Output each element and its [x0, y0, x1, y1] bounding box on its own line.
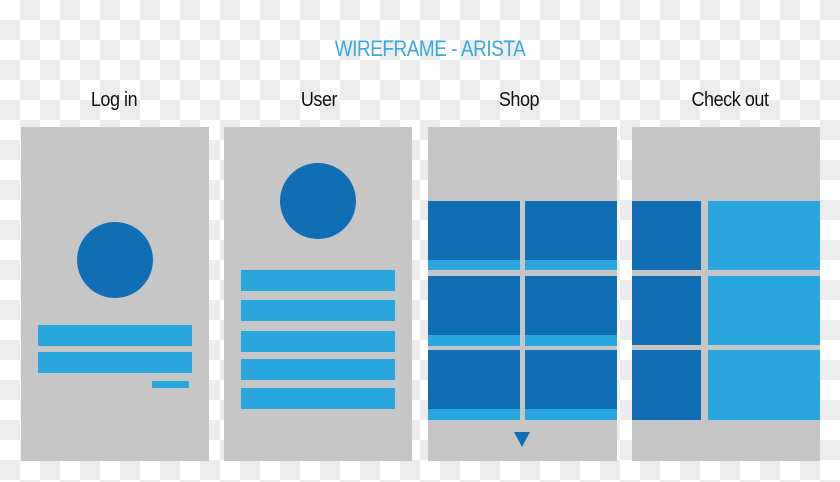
product-tile	[428, 276, 520, 335]
item-detail	[708, 350, 820, 420]
list-item	[241, 359, 395, 380]
diagram-title: WIREFRAME - ARISTA	[334, 36, 526, 61]
product-caption	[428, 335, 520, 346]
product-caption	[525, 409, 617, 420]
product-tile	[525, 350, 617, 409]
product-tile	[525, 276, 617, 335]
list-item	[241, 388, 395, 409]
product-tile	[428, 350, 520, 409]
item-thumbnail	[632, 350, 701, 420]
item-thumbnail	[632, 201, 701, 270]
login-button	[152, 381, 189, 388]
screen-label-login: Log in	[90, 89, 138, 111]
screen-label-shop: Shop	[498, 89, 540, 111]
product-caption	[525, 260, 617, 270]
product-tile	[428, 201, 520, 260]
avatar-circle	[280, 163, 356, 239]
item-thumbnail	[632, 276, 701, 345]
screen-shop	[428, 127, 617, 461]
product-caption	[428, 409, 520, 420]
product-caption	[428, 260, 520, 270]
list-item	[241, 270, 395, 291]
product-tile	[525, 201, 617, 260]
item-detail	[708, 201, 820, 270]
screen-login	[21, 127, 209, 461]
username-field	[38, 325, 192, 346]
avatar-circle	[77, 222, 153, 298]
scroll-down-arrow-icon	[514, 432, 530, 447]
list-item	[241, 331, 395, 352]
screen-user	[224, 127, 412, 461]
screen-label-checkout: Check out	[691, 89, 769, 111]
password-field	[38, 352, 192, 373]
item-detail	[708, 276, 820, 345]
screen-label-user: User	[300, 89, 338, 111]
list-item	[241, 300, 395, 321]
screen-checkout	[632, 127, 820, 461]
product-caption	[525, 335, 617, 346]
